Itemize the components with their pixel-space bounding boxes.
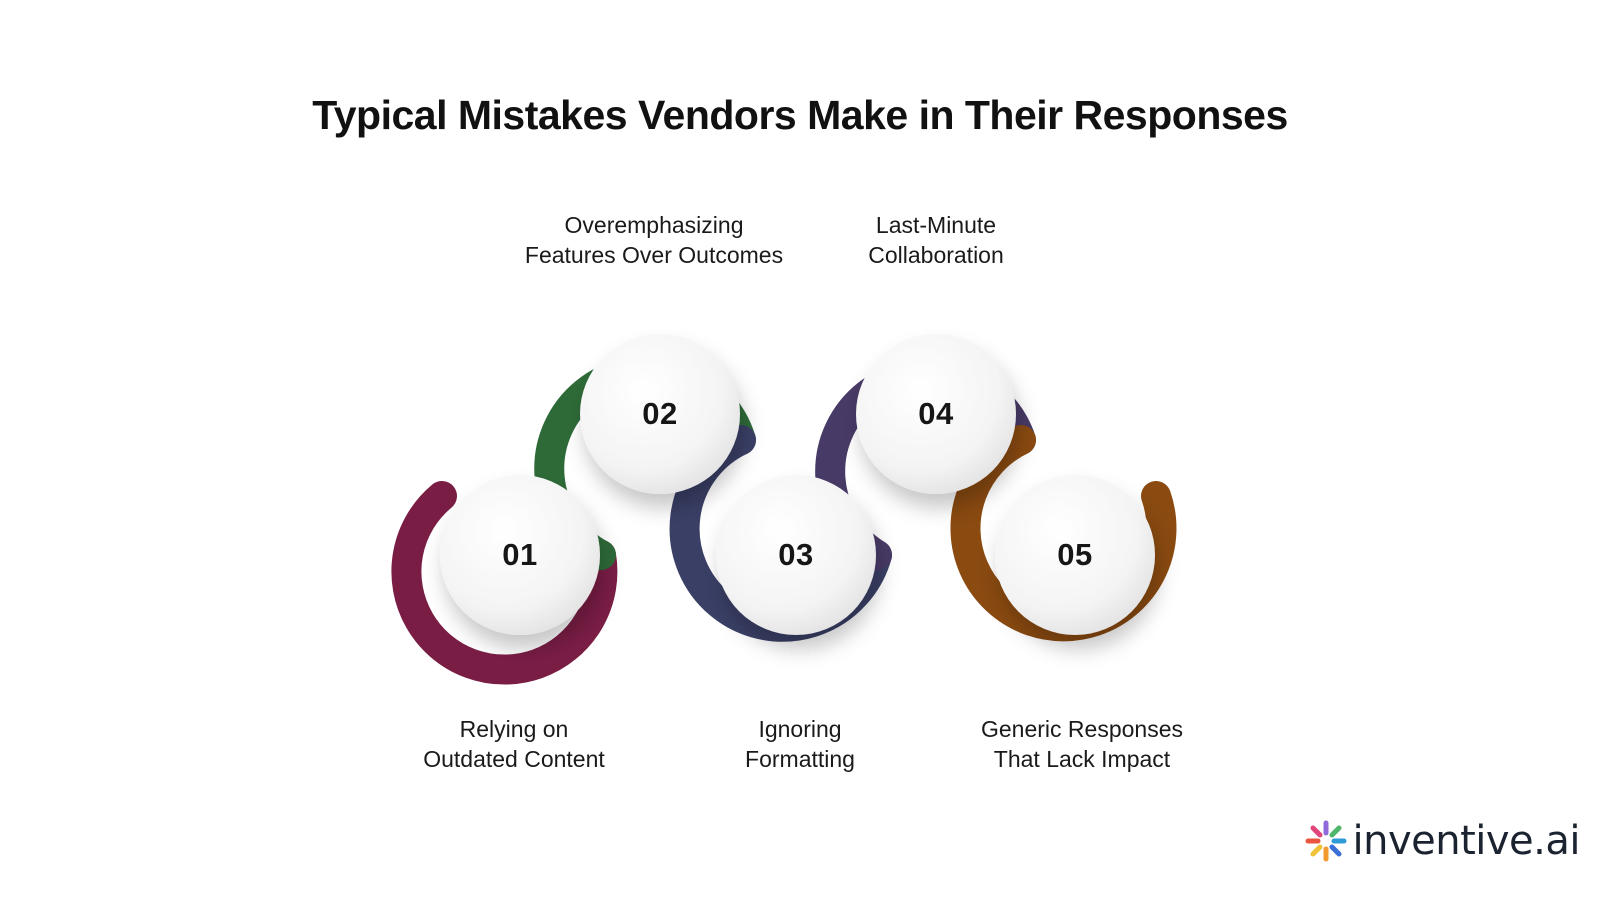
step-label-02-line1: Overemphasizing xyxy=(564,212,744,238)
step-label-04-line1: Last-Minute xyxy=(875,212,997,238)
step-label-03-line2: Formatting xyxy=(745,746,855,772)
step-label-04: Last-Minute Collaboration xyxy=(776,210,1096,270)
step-label-04-line2: Collaboration xyxy=(868,242,1004,268)
step-label-05-line2: That Lack Impact xyxy=(993,746,1171,772)
page-title: Typical Mistakes Vendors Make in Their R… xyxy=(312,92,1288,138)
brand-logo: inventive.ai xyxy=(1304,818,1580,864)
step-label-02: Overemphasizing Features Over Outcomes xyxy=(494,210,814,270)
step-label-03: Ignoring Formatting xyxy=(640,714,960,774)
step-label-05: Generic Responses That Lack Impact xyxy=(922,714,1242,774)
step-label-01: Relying on Outdated Content xyxy=(354,714,674,774)
ball-04 xyxy=(856,334,1016,494)
step-label-02-line2: Features Over Outcomes xyxy=(524,242,784,268)
step-label-03-line1: Ignoring xyxy=(758,716,842,742)
ball-05 xyxy=(995,475,1155,635)
step-number-02: 02 xyxy=(642,396,678,431)
step-number-01: 01 xyxy=(502,537,538,572)
step-label-01-line2: Outdated Content xyxy=(423,746,605,772)
asterisk-logo-icon xyxy=(1305,820,1347,862)
step-balls xyxy=(440,334,1155,635)
ball-01 xyxy=(440,475,600,635)
arc-step-05 xyxy=(950,425,1177,642)
ball-02 xyxy=(580,334,740,494)
ball-03 xyxy=(716,475,876,635)
arc-step-01 xyxy=(391,481,618,685)
step-label-05-line1: Generic Responses xyxy=(981,716,1183,742)
logo-text: inventive.ai xyxy=(1352,818,1580,864)
step-label-01-line1: Relying on xyxy=(459,716,569,742)
step-number-05: 05 xyxy=(1057,537,1093,572)
step-number-03: 03 xyxy=(778,537,814,572)
step-number-04: 04 xyxy=(918,396,954,431)
